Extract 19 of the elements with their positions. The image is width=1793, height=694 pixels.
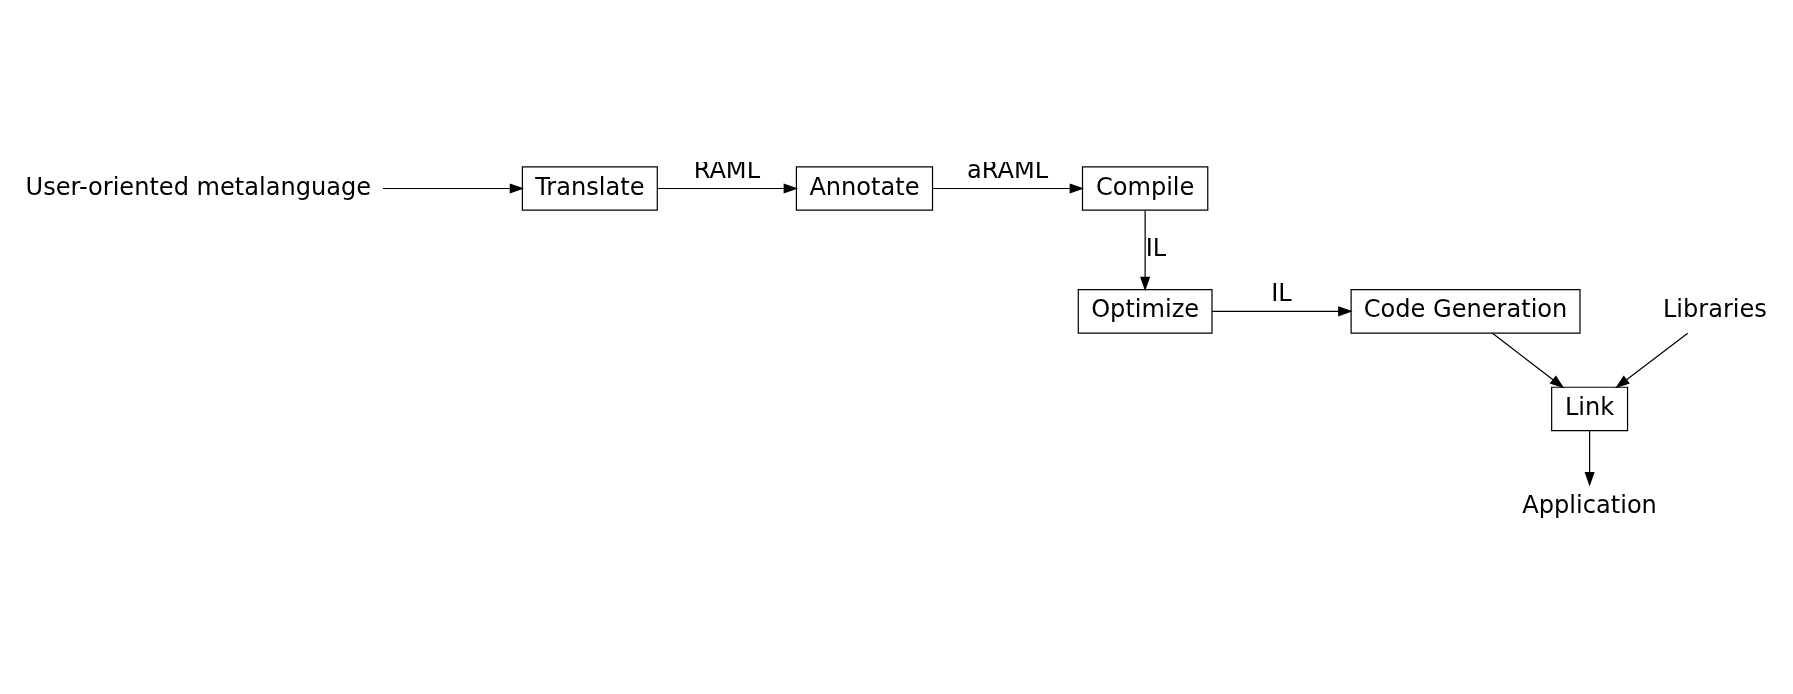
arrow — [1584, 429, 1595, 486]
arrow — [1614, 332, 1688, 388]
node-box: Annotate — [795, 165, 933, 211]
arrow — [931, 182, 1084, 194]
node-box: Optimize — [1077, 288, 1213, 334]
node-text: Application — [1521, 490, 1657, 519]
node-box: Code Generation — [1350, 288, 1581, 334]
node-box: Link — [1550, 386, 1628, 431]
arrow — [1139, 209, 1150, 291]
arrow — [1491, 332, 1564, 388]
edge-label: IL — [1270, 278, 1292, 307]
arrow — [1211, 305, 1353, 316]
node-text: User-oriented metalanguage — [25, 172, 371, 201]
node-box: Translate — [521, 165, 658, 211]
arrow — [381, 182, 524, 194]
arrow — [656, 182, 798, 194]
node-text: Libraries — [1662, 294, 1767, 323]
node-box: Compile — [1081, 165, 1208, 211]
edge-label: IL — [1145, 233, 1166, 262]
